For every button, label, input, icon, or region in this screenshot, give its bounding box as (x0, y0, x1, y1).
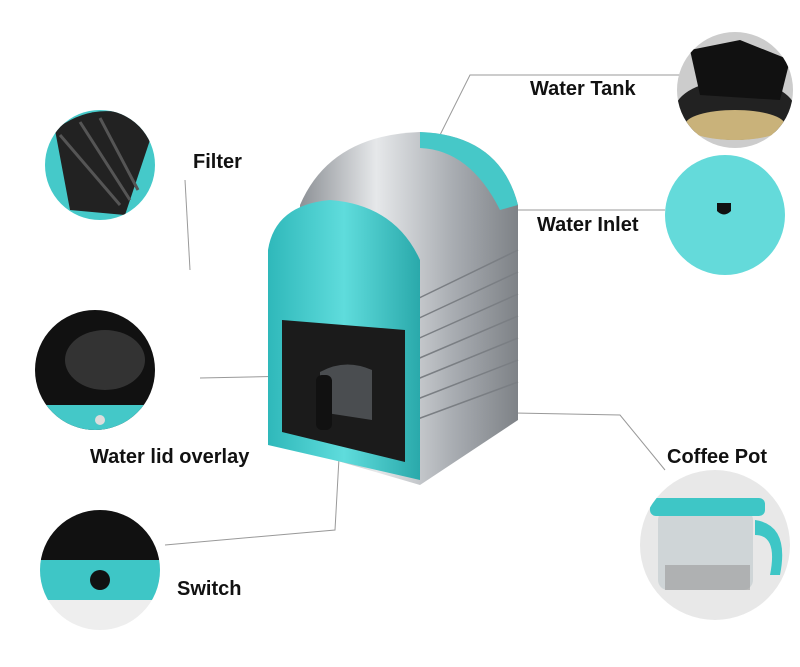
coffee-maker (268, 132, 519, 485)
switch-image (40, 510, 160, 630)
water-inlet-image (665, 155, 785, 275)
coffee-pot-image (640, 470, 790, 620)
label-water-tank: Water Tank (530, 78, 636, 100)
filter-image (45, 110, 155, 220)
label-water-lid-overlay: Water lid overlay (90, 446, 250, 468)
water-lid-image (35, 310, 155, 430)
label-coffee-pot: Coffee Pot (667, 446, 767, 468)
label-switch: Switch (177, 578, 242, 600)
water-tank-image (677, 32, 793, 148)
label-filter: Filter (193, 151, 242, 173)
label-water-inlet: Water Inlet (537, 214, 639, 236)
